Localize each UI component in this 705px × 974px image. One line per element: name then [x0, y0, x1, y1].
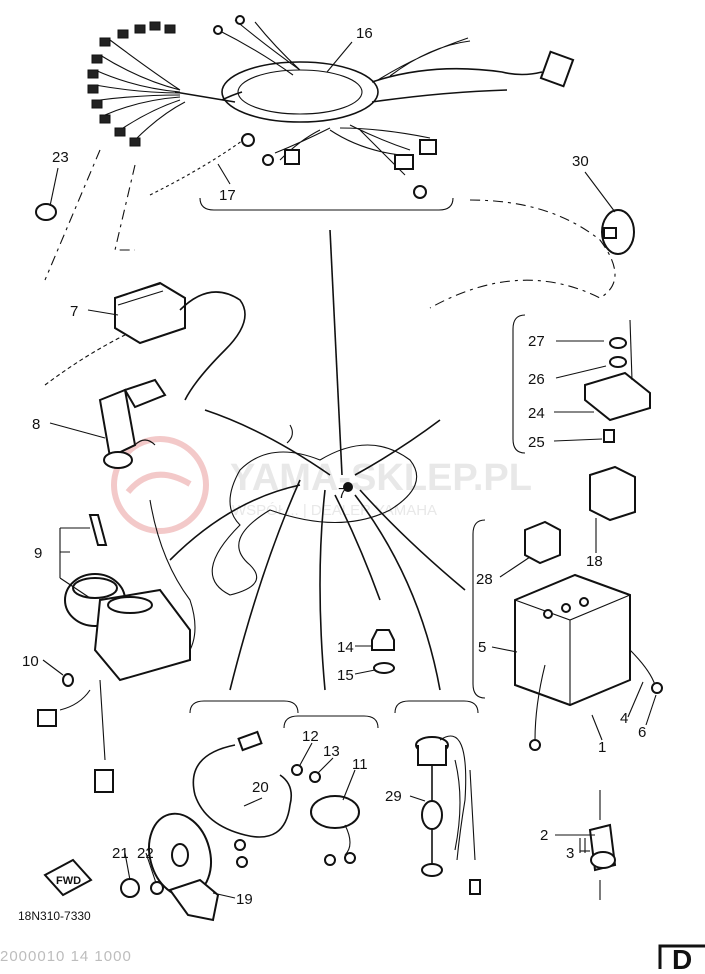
label-3: 3 [566, 845, 574, 862]
label-14: 14 [337, 639, 354, 656]
corner-letter: D [672, 944, 692, 969]
fwd-arrow-icon: FWD [43, 858, 93, 897]
label-2: 2 [540, 827, 548, 844]
harness-bracket [199, 197, 454, 211]
leader-lines [42, 41, 657, 899]
label-27: 27 [528, 333, 545, 350]
horn-assembly [120, 730, 293, 922]
part-28 [524, 520, 561, 565]
watermark-subtitle: WSPÓŁ... | DEALER YAMAHA [232, 502, 437, 519]
part-labels: 16 17 23 30 7 8 7 27 26 24 25 9 18 28 5 … [22, 25, 646, 908]
sensor-29 [415, 735, 481, 895]
label-24: 24 [528, 405, 545, 422]
bracket-relay11 [283, 715, 379, 729]
label-20: 20 [252, 779, 269, 796]
battery [514, 573, 663, 751]
bracket-battery [472, 519, 486, 699]
label-23: 23 [52, 149, 69, 166]
label-9: 9 [34, 545, 42, 562]
cap-30 [429, 199, 635, 309]
bracket-left [134, 439, 196, 651]
label-16: 16 [356, 25, 373, 42]
fwd-label: FWD [56, 875, 81, 887]
switch-14-15 [371, 629, 395, 674]
relay-18 [589, 465, 636, 522]
label-22: 22 [137, 845, 154, 862]
label-13: 13 [323, 743, 340, 760]
label-28: 28 [476, 571, 493, 588]
label-7-frame: 7 [338, 485, 346, 502]
fuse-holder [579, 790, 617, 900]
label-18: 18 [586, 553, 603, 570]
label-25: 25 [528, 434, 545, 451]
watermark-title: YAMA-SKLEP.PL [230, 457, 532, 499]
grommet-23 [35, 149, 136, 281]
label-10: 10 [22, 653, 39, 670]
label-15: 15 [337, 667, 354, 684]
label-19: 19 [236, 891, 253, 908]
bracket-horn [189, 700, 299, 714]
footer-code: 2000010 14 1000 [0, 948, 132, 965]
relay-11-assembly [291, 764, 360, 866]
label-21: 21 [112, 845, 129, 862]
rectifier-assembly [584, 319, 651, 443]
bracket-relay [512, 314, 526, 454]
label-29: 29 [385, 788, 402, 805]
wire-harness [87, 15, 575, 199]
label-4: 4 [620, 710, 628, 727]
label-12: 12 [302, 728, 319, 745]
ground-wire [149, 133, 255, 196]
watermark-logo-icon [111, 436, 209, 534]
label-8: 8 [32, 416, 40, 433]
drawing-code: 18N310-7330 [18, 909, 91, 923]
label-11: 11 [352, 756, 368, 773]
label-7-coil: 7 [70, 303, 78, 320]
bracket-sensor [394, 700, 479, 714]
frame-outline [169, 229, 466, 691]
corner-box: D [658, 944, 705, 974]
label-30: 30 [572, 153, 589, 170]
label-1: 1 [598, 739, 606, 756]
meter-assembly [37, 514, 191, 793]
label-6: 6 [638, 724, 646, 741]
spark-plug-cap [98, 378, 167, 469]
label-5: 5 [478, 639, 486, 656]
ignition-coil [44, 281, 246, 401]
label-26: 26 [528, 371, 545, 388]
label-17: 17 [219, 187, 236, 204]
